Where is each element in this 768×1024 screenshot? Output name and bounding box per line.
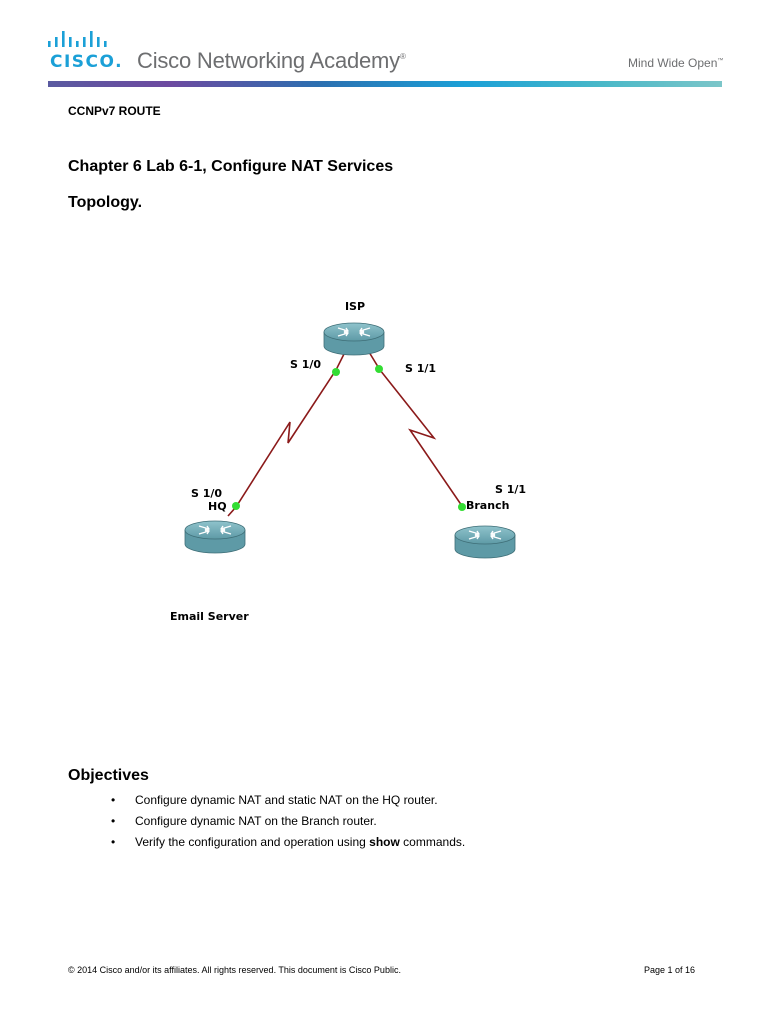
iface-isp-s11-label: S 1/1 — [405, 362, 436, 375]
footer-copyright: © 2014 Cisco and/or its affiliates. All … — [68, 965, 401, 975]
router-hq[interactable] — [184, 520, 246, 554]
router-arrows-icon — [198, 525, 232, 535]
router-arrows-icon — [468, 530, 502, 540]
router-hq-label: HQ — [208, 500, 227, 513]
objectives-heading: Objectives — [68, 767, 149, 784]
router-isp[interactable] — [323, 322, 385, 356]
lab-title: Chapter 6 Lab 6-1, Configure NAT Service… — [68, 158, 394, 175]
router-branch[interactable] — [454, 525, 516, 559]
academy-title: Cisco Networking Academy® — [137, 48, 406, 73]
router-isp-label: ISP — [345, 300, 365, 313]
port-hq-s10 — [232, 502, 240, 510]
port-isp-s10 — [332, 368, 340, 376]
objectives-list: Configure dynamic NAT and static NAT on … — [108, 792, 465, 855]
iface-hq-s10-label: S 1/0 — [191, 487, 222, 500]
cisco-logo-wordmark: CISCO. — [50, 52, 124, 72]
port-isp-s11 — [375, 365, 383, 373]
router-arrows-icon — [337, 327, 371, 337]
router-branch-label: Branch — [466, 499, 509, 512]
cisco-logo-bars-icon — [48, 31, 107, 47]
course-name: CCNPv7 ROUTE — [68, 104, 161, 118]
tagline: Mind Wide Open™ — [628, 56, 724, 70]
link-isp-hq — [227, 351, 346, 517]
footer-page-number: Page 1 of 16 — [644, 965, 696, 975]
link-isp-branch — [368, 351, 464, 508]
email-server-label: Email Server — [170, 610, 249, 623]
list-item: Configure dynamic NAT on the Branch rout… — [108, 813, 465, 834]
iface-branch-s11-label: S 1/1 — [495, 483, 526, 496]
header-gradient-rule — [48, 81, 722, 87]
list-item: Configure dynamic NAT and static NAT on … — [108, 792, 465, 813]
iface-isp-s10-label: S 1/0 — [290, 358, 321, 371]
topology-heading: Topology. — [68, 194, 143, 211]
topology-diagram: ISP HQ Branch S 1/0 S 1/1 S 1/0 S 1/1 Em… — [170, 300, 526, 623]
list-item: Verify the configuration and operation u… — [108, 834, 465, 855]
port-branch-s11 — [458, 503, 466, 511]
